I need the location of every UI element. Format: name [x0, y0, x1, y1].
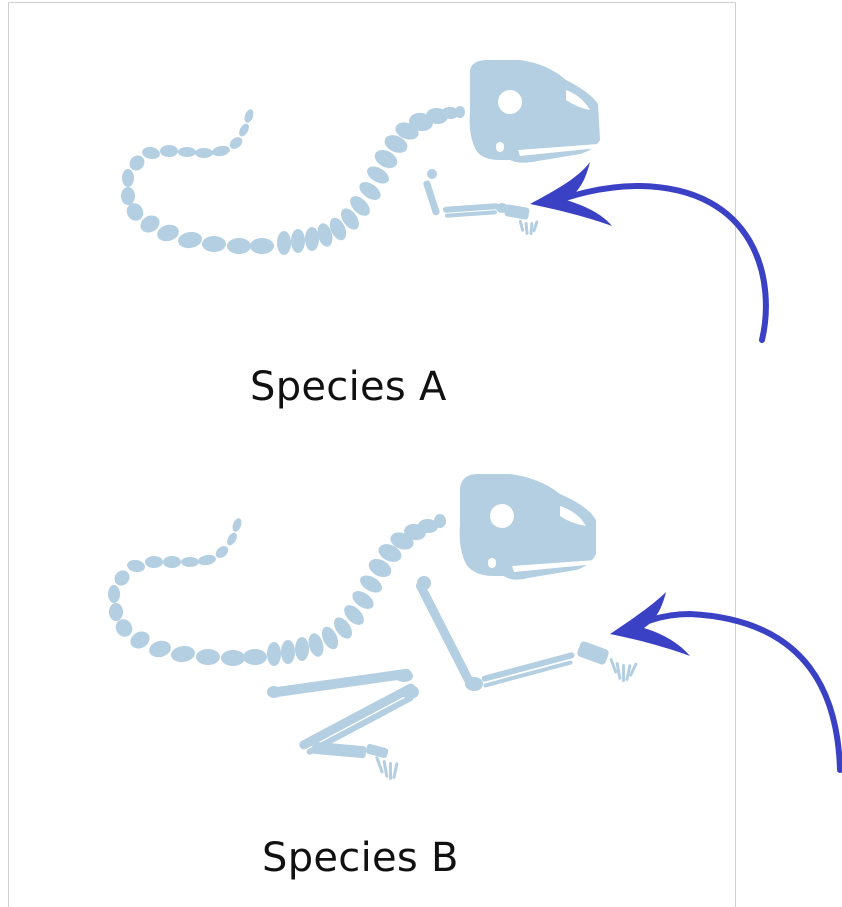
species-a-label: Species A — [250, 364, 447, 410]
arrow-b-head — [610, 592, 690, 656]
species-b-label: Species B — [262, 835, 459, 881]
